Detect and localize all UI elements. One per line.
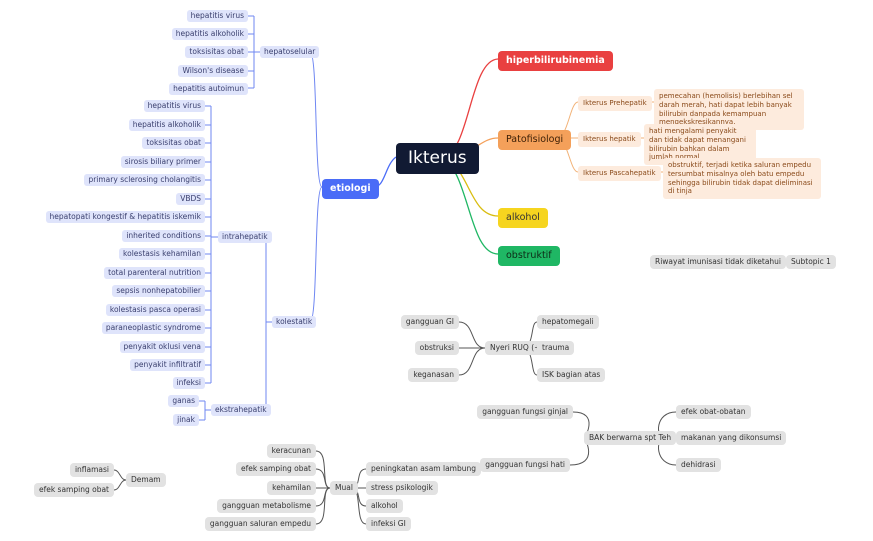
branch-alkohol[interactable]: alkohol [498,208,548,228]
nyeri-cause-left[interactable]: obstruksi [414,341,459,355]
intrahepatik-item[interactable]: kolestasis pasca operasi [105,304,205,316]
mual[interactable]: Mual [330,481,358,495]
demam-cause[interactable]: inflamasi [69,463,114,477]
intrahepatik-item[interactable]: sepsis nonhepatobilier [112,285,205,297]
bak-cause-right[interactable]: efek obat-obatan [676,405,751,419]
hepatoselular-item[interactable]: hepatitis virus [186,10,248,22]
mual-cause-left[interactable]: keracunan [266,444,316,458]
hepatoselular[interactable]: hepatoselular [260,46,320,58]
branch-etiologi[interactable]: etiologi [322,179,379,199]
ikterus-pascahepatik-desc: obstruktif, terjadi ketika saluran emped… [663,158,821,199]
ikterus-hepatik[interactable]: Ikterus hepatik [578,132,641,147]
bak-cause-left[interactable]: gangguan fungsi ginjal [477,405,573,419]
ikterus-prehepatik[interactable]: Ikterus Prehepatik [578,96,652,111]
intrahepatik-item[interactable]: primary sclerosing cholangitis [84,174,205,186]
intrahepatik-item[interactable]: infeksi [172,377,205,389]
mual-cause-left[interactable]: gangguan saluran empedu [204,517,316,531]
intrahepatik-item[interactable]: inherited conditions [122,230,205,242]
bak-cause-right[interactable]: makanan yang dikonsumsi [676,431,787,445]
mual-cause-right[interactable]: alkohol [366,499,403,513]
demam-cause[interactable]: efek samping obat [33,483,114,497]
central-topic-ikterus[interactable]: Ikterus [396,143,479,174]
branch-hiperbilirubinemia[interactable]: hiperbilirubinemia [498,51,613,71]
nyeri-ruq[interactable]: Nyeri RUQ (+) [485,341,549,355]
intrahepatik-item[interactable]: penyakit infiltratif [130,359,205,371]
nyeri-cause-right[interactable]: hepatomegali [537,315,599,329]
branch-obstruktif[interactable]: obstruktif [498,246,560,266]
nyeri-cause-right[interactable]: ISK bagian atas [537,368,606,382]
mual-cause-left[interactable]: gangguan metabolisme [217,499,316,513]
nyeri-cause-left[interactable]: keganasan [408,368,459,382]
intrahepatik-item[interactable]: sirosis biliary primer [120,156,205,168]
hepatoselular-item[interactable]: hepatitis alkoholik [171,28,248,40]
subtopic-1[interactable]: Subtopic 1 [786,255,836,269]
hepatoselular-item[interactable]: Wilson's disease [178,65,248,77]
hepatoselular-item[interactable]: toksisitas obat [185,46,248,58]
intrahepatik-item[interactable]: toksisitas obat [142,137,205,149]
branch-patofisiologi[interactable]: Patofisiologi [498,130,572,150]
mual-cause-right[interactable]: peningkatan asam lambung [366,462,482,476]
intrahepatik-item[interactable]: hepatopati kongestif & hepatitis iskemik [45,211,205,223]
ekstrahepatik-item[interactable]: ganas [168,395,199,407]
intrahepatik-item[interactable]: total parenteral nutrition [104,267,205,279]
nyeri-cause-left[interactable]: gangguan GI [400,315,459,329]
ikterus-prehepatik-desc: pemecahan (hemolisis) berlebihan sel dar… [654,89,804,130]
bak-cause-left[interactable]: gangguan fungsi hati [480,458,570,472]
mual-cause-left[interactable]: efek samping obat [235,462,316,476]
intrahepatik[interactable]: intrahepatik [218,231,272,243]
intrahepatik-item[interactable]: hepatitis alkoholik [128,119,205,131]
intrahepatik-item[interactable]: hepatitis virus [143,100,205,112]
intrahepatik-item[interactable]: paraneoplastic syndrome [101,322,205,334]
intrahepatik-item[interactable]: kolestasis kehamilan [119,248,205,260]
bak-teh[interactable]: BAK berwarna spt Teh [584,431,677,445]
ikterus-pascahepatik[interactable]: Ikterus Pascahepatik [578,166,661,181]
demam[interactable]: Demam [126,473,166,487]
intrahepatik-item[interactable]: penyakit oklusi vena [119,341,205,353]
kolestatik[interactable]: kolestatik [272,316,317,328]
bak-cause-right[interactable]: dehidrasi [676,458,721,472]
hepatoselular-item[interactable]: hepatitis autoimun [169,83,248,95]
ekstrahepatik-item[interactable]: jinak [173,414,199,426]
intrahepatik-item[interactable]: VBDS [176,193,205,205]
riwayat-imunisasi[interactable]: Riwayat imunisasi tidak diketahui [650,255,787,269]
mual-cause-right[interactable]: stress psikologik [366,481,438,495]
mual-cause-left[interactable]: kehamilan [267,481,316,495]
nyeri-cause-right[interactable]: trauma [537,341,575,355]
mual-cause-right[interactable]: infeksi GI [366,517,411,531]
ekstrahepatik[interactable]: ekstrahepatik [211,404,271,416]
